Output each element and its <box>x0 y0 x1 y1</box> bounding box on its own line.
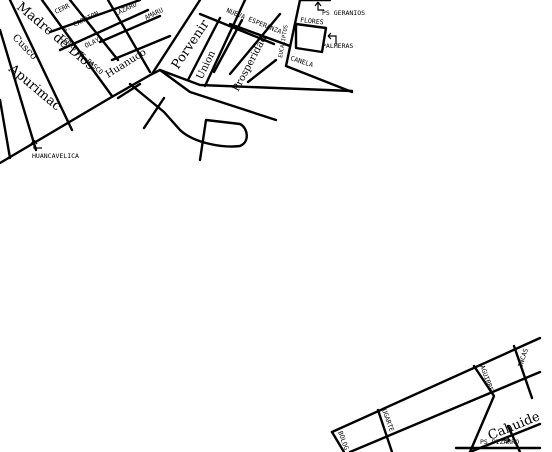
street-canela-line[interactable] <box>284 64 354 94</box>
label-aguirre: AGUIRRE <box>478 364 495 393</box>
street-east-line[interactable] <box>228 12 282 76</box>
street-madre-de-dios-line[interactable] <box>8 0 74 132</box>
street-cusco-line[interactable] <box>0 28 38 152</box>
label-eucaliptos: EUCALIPTOS <box>278 25 290 59</box>
label-olaya: OLAYA <box>83 34 104 50</box>
street-union-line[interactable] <box>186 16 222 82</box>
street-prosperidad-line[interactable] <box>203 0 247 88</box>
street-lazaro-line[interactable] <box>106 0 152 74</box>
label-incas: INCAS <box>516 347 530 368</box>
street-bolognesi-line[interactable] <box>330 430 346 452</box>
street-cahuide-south[interactable] <box>348 370 542 452</box>
label-canela: CANELA <box>289 54 314 69</box>
street-connector-3[interactable] <box>98 14 162 44</box>
street-connector-2[interactable] <box>58 8 150 52</box>
label-palmeras: PALMERAS <box>322 42 353 50</box>
street-eucaliptos-line[interactable] <box>284 0 302 68</box>
label-ps-geranios: PS GERANIOS <box>322 9 365 17</box>
street-labels: Madre de Dios Cusco Apurimac Huanuco Por… <box>5 0 543 451</box>
street-network-south <box>330 336 542 452</box>
left-arrow-icon <box>30 139 42 149</box>
label-flores: FLORES <box>300 16 324 26</box>
street-connector-1[interactable] <box>48 0 142 34</box>
label-cerr: CERR <box>53 2 71 16</box>
street-carrion-line[interactable] <box>68 0 120 62</box>
label-cusco: Cusco <box>10 32 39 62</box>
street-ugarte-line[interactable] <box>376 408 394 452</box>
street-avenue-main[interactable] <box>0 68 354 165</box>
street-cahuide-north[interactable] <box>330 336 542 434</box>
street-loop-spur[interactable] <box>142 96 166 130</box>
label-apurimac: Apurimac <box>5 61 64 114</box>
street-esperanza-line[interactable] <box>198 12 276 46</box>
street-cerro-line[interactable] <box>40 0 114 98</box>
label-ps-pizarro: PS PIZARRO <box>480 438 519 446</box>
label-huancavelica: HUANCAVELICA <box>32 152 79 160</box>
street-porvenir-line[interactable] <box>150 0 202 76</box>
street-east-line-2[interactable] <box>246 58 278 84</box>
label-prosperidad: Prosperidad <box>231 33 270 93</box>
street-apurimac-line[interactable] <box>0 98 12 160</box>
right-arrow-icon <box>498 436 511 444</box>
street-network-north <box>0 0 354 165</box>
street-aguirre-line[interactable] <box>468 364 496 452</box>
left-arrow-icon <box>314 1 324 11</box>
street-loop-road[interactable] <box>128 82 248 162</box>
street-loop-inner[interactable] <box>158 68 278 122</box>
street-loop-spur-2[interactable] <box>116 82 142 100</box>
street-esperanza-line-2[interactable] <box>228 22 292 48</box>
street-connector-4[interactable] <box>110 34 172 62</box>
street-incas-line[interactable] <box>512 344 534 400</box>
street-flores-line[interactable] <box>294 22 328 54</box>
left-arrow-icon <box>327 32 337 44</box>
